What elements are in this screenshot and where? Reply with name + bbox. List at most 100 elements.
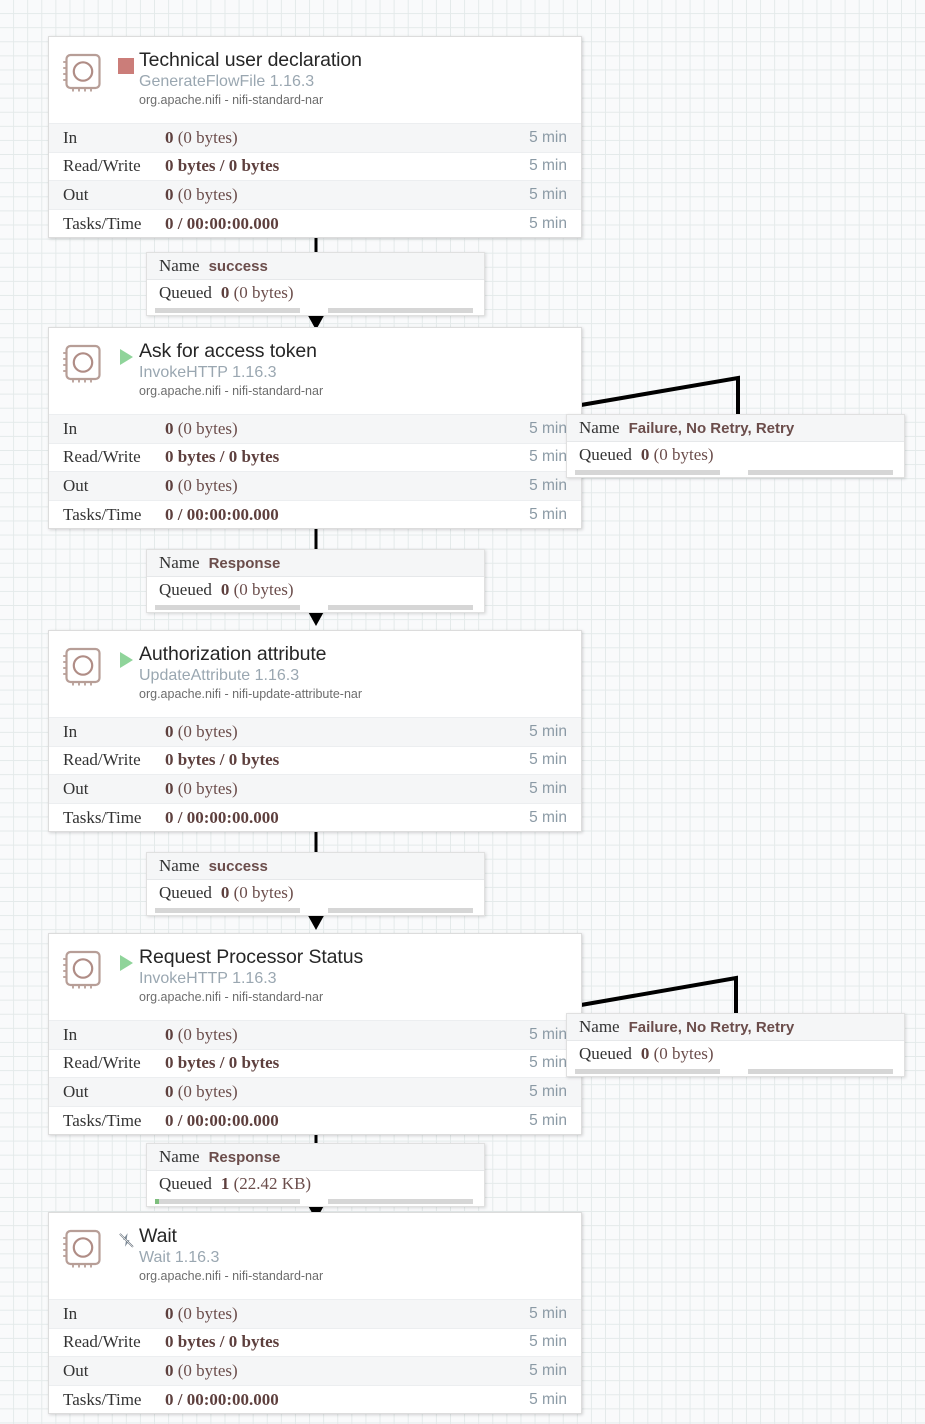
queue-count-bar <box>155 605 300 610</box>
stat-label: Tasks/Time <box>63 1389 142 1409</box>
stat-label: Out <box>63 778 89 798</box>
processor-type: InvokeHTTP 1.16.3 <box>139 364 277 381</box>
stat-time: 5 min <box>529 214 567 232</box>
connection-queued-value: 0 (0 bytes) <box>220 283 294 302</box>
connection-queued-label: Queued <box>579 1044 632 1063</box>
processor-wait[interactable]: Wait Wait 1.16.3 org.apache.nifi - nifi-… <box>48 1212 582 1415</box>
stat-label: Out <box>63 475 89 495</box>
processor-request-processor-status[interactable]: Request Processor Status InvokeHTTP 1.16… <box>48 933 582 1136</box>
stat-time: 5 min <box>529 1111 567 1129</box>
connection-name-row: Name Response <box>147 550 484 577</box>
stat-value: 0 bytes / 0 bytes <box>165 1332 280 1352</box>
bar-spacer <box>720 1069 748 1074</box>
stat-row: Out 0 (0 bytes) 5 min <box>49 471 581 500</box>
connection-name-label: Name <box>159 856 200 875</box>
connection-name-row: Name success <box>147 853 484 880</box>
stat-time: 5 min <box>529 779 567 797</box>
stat-value: 0 / 00:00:00.000 <box>165 213 279 233</box>
stat-label: Out <box>63 184 89 204</box>
connection-queued-label: Queued <box>159 283 212 302</box>
connection-name-label: Name <box>159 553 200 572</box>
connection-response-2[interactable]: Name Response Queued 1 (22.42 KB) <box>146 1143 485 1207</box>
connection-success-1[interactable]: Name success Queued 0 (0 bytes) <box>146 252 485 316</box>
connection-progress-bars <box>567 1067 904 1076</box>
stat-value: 0 (0 bytes) <box>165 475 238 495</box>
play-triangle-icon <box>119 955 133 971</box>
connection-failure-noretry-retry-1[interactable]: Name Failure, No Retry, Retry Queued 0 (… <box>566 414 905 478</box>
processor-title-block: Technical user declaration GenerateFlowF… <box>139 48 571 109</box>
connection-queued-label: Queued <box>159 883 212 902</box>
processor-state-icon-slot[interactable] <box>113 1224 139 1264</box>
connection-name-row: Name success <box>147 253 484 280</box>
connection-queued-row: Queued 0 (0 bytes) <box>147 577 484 603</box>
processor-state-icon-slot[interactable] <box>113 339 139 379</box>
stat-value: 0 (0 bytes) <box>165 127 238 147</box>
queue-size-bar <box>328 308 473 313</box>
connection-name-value: Failure, No Retry, Retry <box>628 419 795 437</box>
connection-queued-value: 1 (22.42 KB) <box>220 1174 312 1193</box>
stat-row: In 0 (0 bytes) 5 min <box>49 1299 581 1328</box>
processor-ask-for-access-token[interactable]: Ask for access token InvokeHTTP 1.16.3 o… <box>48 327 582 530</box>
processor-authorization-attribute[interactable]: Authorization attribute UpdateAttribute … <box>48 630 582 833</box>
stat-row: In 0 (0 bytes) 5 min <box>49 717 581 746</box>
stat-value: 0 (0 bytes) <box>165 1081 238 1101</box>
queue-size-bar <box>328 1199 473 1204</box>
bar-spacer <box>300 908 328 913</box>
connection-response-1[interactable]: Name Response Queued 0 (0 bytes) <box>146 549 485 613</box>
processor-state-icon-slot[interactable] <box>113 48 139 88</box>
stat-value: 0 / 00:00:00.000 <box>165 807 279 827</box>
connection-queued-row: Queued 0 (0 bytes) <box>567 442 904 468</box>
connection-failure-noretry-retry-2[interactable]: Name Failure, No Retry, Retry Queued 0 (… <box>566 1013 905 1077</box>
flash-off-icon <box>118 1232 135 1254</box>
stat-row: Out 0 (0 bytes) 5 min <box>49 1077 581 1106</box>
processor-state-icon-slot[interactable] <box>113 642 139 682</box>
connection-progress-bars <box>567 468 904 477</box>
stat-row: Read/Write 0 bytes / 0 bytes 5 min <box>49 442 581 472</box>
connection-success-2[interactable]: Name success Queued 0 (0 bytes) <box>146 852 485 916</box>
processor-bundle: org.apache.nifi - nifi-standard-nar <box>139 990 324 1004</box>
stat-row: Tasks/Time 0 / 00:00:00.000 5 min <box>49 499 581 529</box>
stat-label: Tasks/Time <box>63 807 142 827</box>
connection-name-value: Failure, No Retry, Retry <box>628 1018 795 1036</box>
queue-size-bar <box>748 1069 893 1074</box>
stat-value: 0 / 00:00:00.000 <box>165 504 279 524</box>
processor-technical-user-declaration[interactable]: Technical user declaration GenerateFlowF… <box>48 36 582 239</box>
stat-row: In 0 (0 bytes) 5 min <box>49 414 581 443</box>
stat-label: In <box>63 418 78 438</box>
processor-state-icon-slot[interactable] <box>113 945 139 985</box>
stat-value: 0 (0 bytes) <box>165 1360 238 1380</box>
processor-bundle: org.apache.nifi - nifi-standard-nar <box>139 384 324 398</box>
processor-type: Wait 1.16.3 <box>139 1249 220 1266</box>
processor-title-block: Authorization attribute UpdateAttribute … <box>139 642 571 703</box>
processor-type: UpdateAttribute 1.16.3 <box>139 667 300 684</box>
processor-chip-icon <box>61 947 105 991</box>
stat-value: 0 (0 bytes) <box>165 184 238 204</box>
stat-row: Out 0 (0 bytes) 5 min <box>49 1356 581 1385</box>
stat-row: In 0 (0 bytes) 5 min <box>49 1020 581 1049</box>
stat-value: 0 (0 bytes) <box>165 1303 238 1323</box>
queue-count-bar <box>155 308 300 313</box>
connection-queued-row: Queued 0 (0 bytes) <box>567 1041 904 1067</box>
play-triangle-icon <box>119 652 133 668</box>
stat-time: 5 min <box>529 751 567 769</box>
stat-label: Read/Write <box>63 156 141 176</box>
bar-spacer <box>300 308 328 313</box>
connection-name-value: success <box>208 857 268 875</box>
stat-time: 5 min <box>529 1082 567 1100</box>
queue-count-bar <box>155 908 300 913</box>
connection-queued-value: 0 (0 bytes) <box>220 580 294 599</box>
queue-size-bar <box>748 470 893 475</box>
stat-value: 0 (0 bytes) <box>165 778 238 798</box>
stat-row: Read/Write 0 bytes / 0 bytes 5 min <box>49 1327 581 1357</box>
processor-header: Request Processor Status InvokeHTTP 1.16… <box>49 934 581 1020</box>
connection-name-value: Response <box>208 554 281 572</box>
stat-row: Read/Write 0 bytes / 0 bytes 5 min <box>49 745 581 775</box>
connection-name-label: Name <box>159 1147 200 1166</box>
stat-label: Tasks/Time <box>63 504 142 524</box>
stat-row: In 0 (0 bytes) 5 min <box>49 123 581 152</box>
stat-value: 0 (0 bytes) <box>165 721 238 741</box>
stat-row: Tasks/Time 0 / 00:00:00.000 5 min <box>49 1105 581 1135</box>
stat-value: 0 bytes / 0 bytes <box>165 447 280 467</box>
processor-name: Authorization attribute <box>139 643 327 665</box>
